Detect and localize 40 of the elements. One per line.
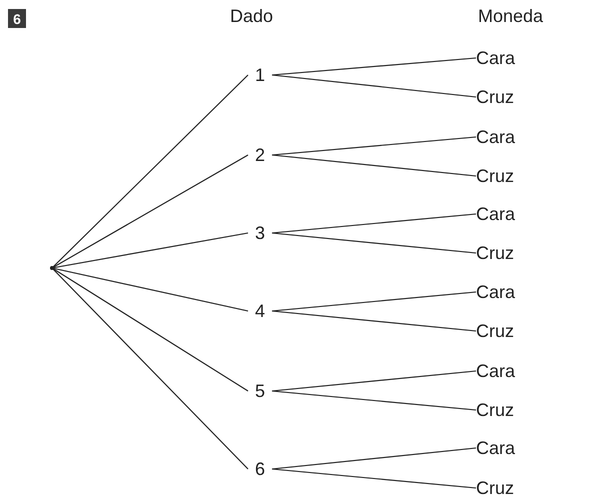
die-outcome: 1 [248,64,272,86]
exercise-number: 6 [8,9,26,28]
coin-outcome: Cara [476,203,520,225]
branch-line [52,267,248,312]
branch-line [272,370,476,392]
coin-outcome: Cruz [476,165,520,187]
column-header: Moneda [478,6,544,27]
branch-line [272,390,476,411]
coin-outcome: Cruz [476,399,520,421]
coin-outcome: Cruz [476,320,520,342]
die-outcome: 5 [248,380,272,402]
branch-line [52,268,248,392]
coin-outcome: Cruz [476,477,520,497]
die-outcome: 6 [248,458,272,480]
branch-line [272,213,476,234]
branch-line [52,74,248,268]
coin-outcome: Cara [476,126,520,148]
coin-outcome: Cruz [476,242,520,264]
branch-line [272,154,476,177]
branch-line [272,310,476,332]
die-outcome: 3 [248,222,272,244]
branch-line [272,291,476,312]
coin-outcome: Cara [476,47,520,69]
branch-line [272,468,476,489]
branch-line [272,447,476,470]
coin-outcome: Cara [476,437,520,459]
column-header: Dado [230,6,274,27]
coin-outcome: Cruz [476,86,520,108]
coin-outcome: Cara [476,281,520,303]
branch-line [52,268,248,470]
branch-line [272,74,476,98]
branch-line [52,154,248,268]
branch-line [272,57,476,76]
coin-outcome: Cara [476,360,520,382]
root-point [50,266,54,270]
branch-line [272,136,476,156]
die-outcome: 4 [248,300,272,322]
branch-line [272,232,476,254]
die-outcome: 2 [248,144,272,166]
branch-line [52,232,248,269]
